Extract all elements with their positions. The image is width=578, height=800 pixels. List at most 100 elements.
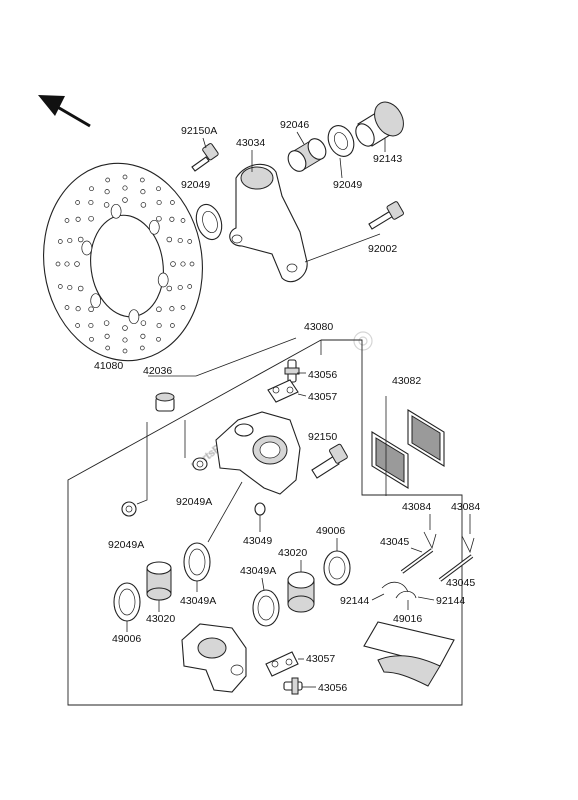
- disc-mount-hole: [128, 309, 140, 325]
- label-43020-right: 43020: [278, 547, 307, 559]
- label-43080: 43080: [304, 321, 333, 333]
- label-43045-a: 43045: [380, 536, 409, 548]
- disc-hole: [88, 322, 94, 329]
- label-43056-top: 43056: [308, 369, 337, 381]
- label-43057-bottom: 43057: [306, 653, 335, 665]
- label-43057-top: 43057: [308, 391, 337, 403]
- disc-hole: [88, 215, 94, 222]
- disc-hole: [166, 285, 173, 292]
- disc-hole: [55, 261, 61, 267]
- disc-hole: [140, 202, 147, 208]
- disc-hole: [89, 186, 94, 192]
- pin-43045-b: [438, 535, 475, 582]
- disc-hole: [180, 261, 186, 267]
- disc-hole: [139, 345, 145, 351]
- label-43049: 43049: [243, 535, 272, 547]
- disc-hole: [74, 261, 80, 267]
- label-92049-right: 92049: [333, 179, 362, 191]
- brake-pads-43082: [371, 409, 445, 489]
- label-43082: 43082: [392, 375, 421, 387]
- disc-hole: [169, 306, 175, 312]
- disc-hole: [177, 237, 183, 244]
- disc-hole: [156, 186, 161, 192]
- disc-mount-hole: [110, 203, 122, 219]
- label-92150: 92150: [308, 431, 337, 443]
- disc-hole: [170, 323, 175, 328]
- disc-hole: [187, 284, 193, 289]
- disc-hole: [140, 333, 146, 339]
- clip-92144: [381, 581, 417, 599]
- label-49006-left: 49006: [112, 633, 141, 645]
- label-49006-right: 49006: [316, 525, 345, 537]
- disc-hole: [156, 199, 162, 206]
- disc-hole: [67, 284, 73, 291]
- label-43084-b: 43084: [451, 501, 480, 513]
- seal-43049: [254, 502, 266, 516]
- disc-hole: [177, 284, 183, 291]
- disc-hole: [77, 285, 84, 292]
- disc-hole: [140, 189, 146, 195]
- disc-hole: [170, 200, 175, 205]
- piston-43020-left: [146, 561, 172, 601]
- seal-92049-right: [327, 125, 355, 157]
- disc-hole: [89, 336, 94, 342]
- disc-hole: [75, 200, 80, 205]
- bearing-92046: [287, 138, 327, 172]
- disc-hole: [187, 239, 193, 244]
- collar-92143: [355, 101, 404, 147]
- disc-hole: [180, 305, 186, 310]
- bleeder-43056-top: [284, 359, 300, 383]
- plate-43057-bottom: [265, 651, 299, 677]
- disc-mount-hole: [148, 219, 160, 235]
- disc-mount-hole: [157, 272, 169, 288]
- seal-92049A-mid: [192, 457, 208, 471]
- seal-43049A-right: [183, 542, 211, 582]
- disc-hole: [75, 306, 81, 312]
- label-43049A-right: 43049A: [180, 595, 216, 607]
- disc-hole: [189, 261, 195, 267]
- disc-hole: [140, 320, 147, 326]
- piston-43020-right: [287, 571, 315, 613]
- label-43049A-left: 43049A: [240, 565, 276, 577]
- disc-hole: [67, 237, 73, 244]
- disc-hole: [122, 348, 128, 354]
- label-41080: 41080: [94, 360, 123, 372]
- brake-disc: [43, 162, 203, 362]
- disc-hole: [156, 306, 162, 313]
- disc-hole: [122, 197, 128, 203]
- disc-hole: [75, 323, 80, 328]
- pad-spring-49016: [363, 621, 455, 687]
- label-43034: 43034: [236, 137, 265, 149]
- disc-hole: [103, 202, 110, 208]
- disc-hole: [64, 261, 70, 267]
- disc-hole: [105, 177, 111, 183]
- bolt-92150A: [191, 143, 219, 172]
- bleeder-43056-bottom: [283, 677, 303, 695]
- plate-43057-top: [267, 379, 299, 403]
- disc-hole: [122, 325, 128, 331]
- seal-92049A-left: [121, 501, 137, 517]
- label-92049-top: 92049: [181, 179, 210, 191]
- gear-icon: [353, 331, 373, 351]
- label-92150A: 92150A: [181, 125, 217, 137]
- caliper-lower-half: [181, 623, 247, 693]
- disc-mount-hole: [81, 240, 93, 256]
- label-92046: 92046: [280, 119, 309, 131]
- label-92002: 92002: [368, 243, 397, 255]
- disc-hole: [156, 336, 161, 342]
- label-43084-a: 43084: [402, 501, 431, 513]
- disc-hole: [64, 218, 70, 223]
- assembly-frame-outer: [67, 339, 463, 706]
- sleeve-42036: [155, 392, 175, 412]
- disc-hole: [104, 333, 110, 339]
- seal-92049-top: [195, 203, 223, 241]
- label-43045-b: 43045: [446, 577, 475, 589]
- label-43056-bottom: 43056: [318, 682, 347, 694]
- label-43020-left: 43020: [146, 613, 175, 625]
- disc-hole: [122, 185, 128, 191]
- disc-hole: [77, 236, 84, 243]
- seal-49006-left: [113, 582, 141, 622]
- label-92144-a: 92144: [340, 595, 369, 607]
- disc-hole: [122, 337, 128, 343]
- caliper-bracket: [229, 163, 308, 283]
